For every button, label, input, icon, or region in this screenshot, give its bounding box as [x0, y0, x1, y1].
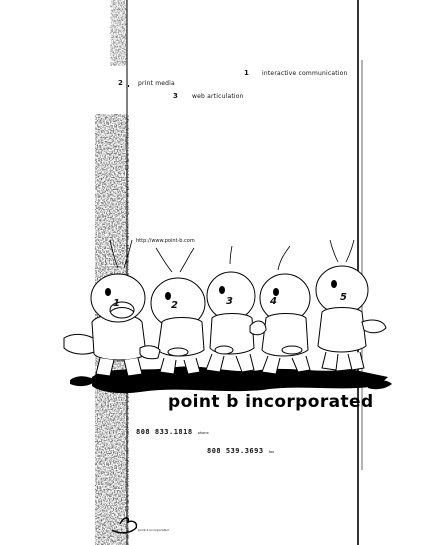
fax-line: 808 539.3693 fax — [207, 438, 274, 457]
character-5-label[interactable]: 5 — [340, 292, 347, 303]
company-name: point b incorporated — [168, 392, 374, 412]
phone-label: phone — [197, 431, 209, 435]
character-3-label[interactable]: 3 — [226, 296, 233, 307]
phone-line: 808 833.1818 phone — [136, 419, 209, 438]
character-4-label[interactable]: 4 — [270, 296, 277, 307]
footer-label: point b incorporated — [138, 528, 169, 532]
menu-item-print-media[interactable]: print media — [138, 80, 175, 87]
menu-item-2-number: 2 — [118, 79, 123, 87]
character-1-figure — [63, 273, 147, 377]
character-2-label[interactable]: 2 — [171, 300, 178, 311]
menu-item-1-number: 1 — [244, 69, 249, 77]
point-b-logo-icon — [111, 517, 138, 534]
menu-item-3-number: 3 — [173, 92, 178, 100]
fax-label: fax — [268, 450, 275, 454]
character-4-figure — [249, 273, 311, 375]
phone-number: 808 833.1818 — [136, 428, 193, 436]
fax-number: 808 539.3693 — [207, 447, 264, 455]
menu-item-web-articulation[interactable]: web articulation — [192, 93, 244, 100]
menu-item-interactive-communication[interactable]: interactive communication — [262, 70, 348, 77]
character-3-figure — [205, 271, 256, 373]
character-5-figure — [315, 265, 387, 371]
website-link[interactable]: http://www.point-b.com — [136, 238, 195, 244]
character-2-figure — [139, 277, 206, 375]
character-1-label[interactable]: 1 — [113, 298, 120, 309]
